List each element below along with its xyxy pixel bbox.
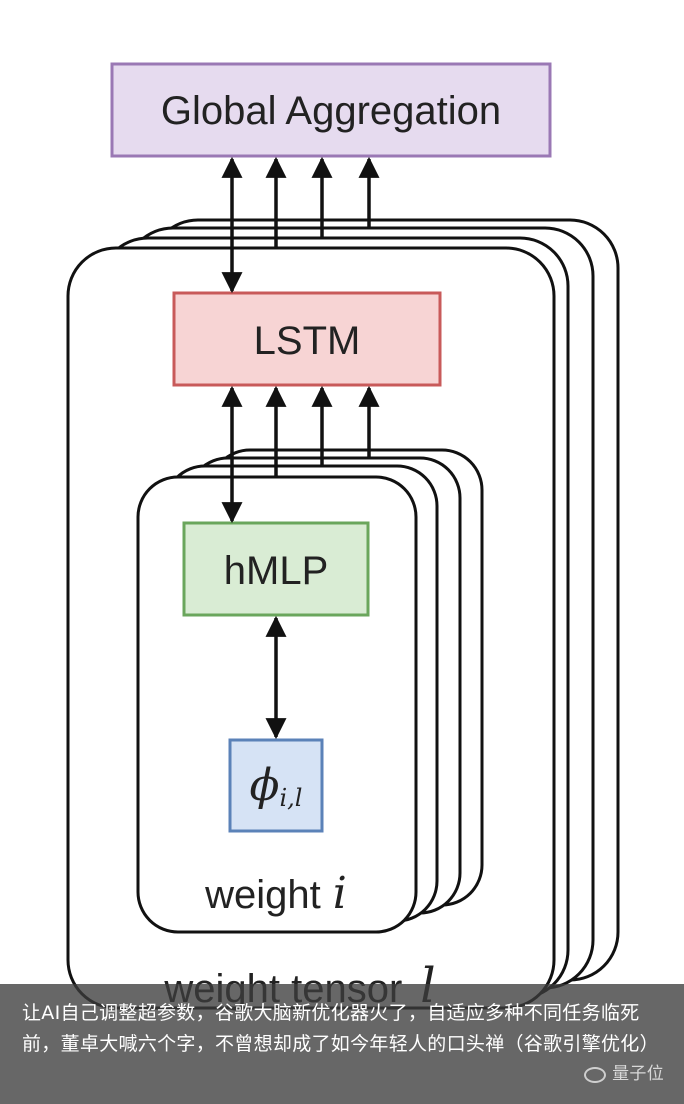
caption-text: 让AI自己调整超参数，谷歌大脑新优化器火了，自适应多种不同任务临死前，董卓大喊六…: [22, 1002, 659, 1055]
watermark-text: 量子位: [612, 1064, 664, 1084]
lstm-label: LSTM: [254, 319, 361, 363]
phi-box: [228, 738, 324, 833]
hmlp-label: hMLP: [224, 549, 329, 593]
phi-label: ϕi,l: [250, 760, 303, 812]
watermark-logo-icon: [584, 1066, 607, 1083]
phi-symbol: ϕ: [250, 760, 280, 811]
weight-word: weight: [204, 873, 321, 917]
phi-subscript: i,l: [280, 784, 303, 812]
arrows-global-lstm: [221, 156, 380, 294]
hmlp-box: [182, 521, 370, 617]
lstm-box: [172, 291, 442, 387]
weight-var: i: [333, 868, 347, 919]
global-aggregation-box: [110, 62, 552, 158]
arrows-lstm-hmlp: [221, 385, 380, 524]
watermark: 量子位: [584, 1059, 664, 1090]
caption-overlay: 让AI自己调整超参数，谷歌大脑新优化器火了，自适应多种不同任务临死前，董卓大喊六…: [0, 984, 684, 1104]
global-aggregation-label: Global Aggregation: [161, 89, 501, 133]
